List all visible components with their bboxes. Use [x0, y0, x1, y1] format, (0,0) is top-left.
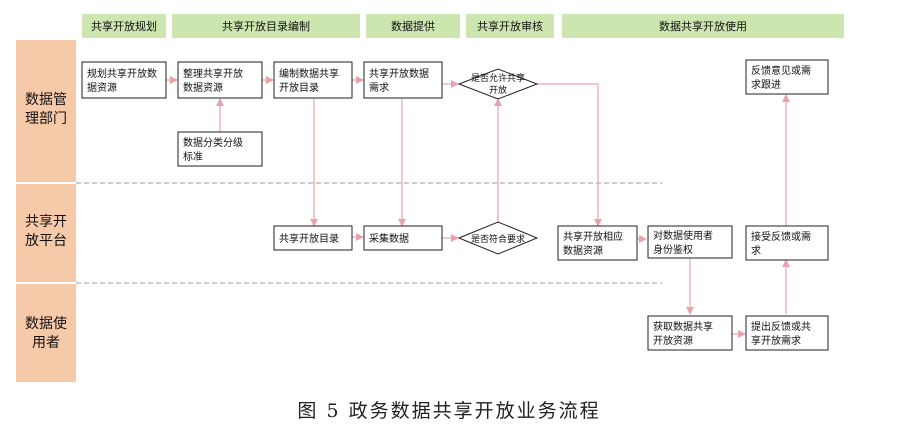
node-auth-line: 身份鉴权	[653, 243, 693, 256]
lane-label-line: 理部门	[25, 111, 67, 127]
node-receive-box	[745, 225, 829, 261]
node-classify-box	[177, 131, 263, 167]
lane-label-line: 共享开	[25, 213, 67, 230]
phase-label: 共享开放规划	[91, 19, 157, 33]
node-receive-line: 求	[751, 245, 761, 257]
node-catalog-line: 共享开放目录	[279, 232, 339, 245]
node-organize-line: 整理共享开放	[183, 67, 243, 80]
node-compile-box	[273, 61, 353, 99]
node-resource-line: 数据资源	[563, 244, 603, 257]
node-organize-box	[177, 61, 263, 99]
node-plan-line: 规划共享开放数	[87, 67, 157, 80]
phase-label: 数据提供	[391, 19, 435, 33]
node-receive-line: 接受反馈或需	[751, 230, 811, 243]
lane-label-line: 放平台	[25, 233, 67, 249]
phase-header-use: 数据共享开放使用	[562, 14, 844, 38]
node-meet-line: 是否符合要求	[471, 233, 525, 245]
arrow-allow-to-resource	[534, 83, 602, 227]
node-collect-line: 采集数据	[369, 232, 409, 245]
phase-label: 数据共享开放使用	[659, 19, 747, 33]
node-need-line: 需求	[369, 82, 389, 94]
lane-label-line: 用者	[32, 335, 60, 351]
lane-label-line: 数据使	[25, 315, 67, 332]
node-submit-line: 提出反馈或共	[751, 320, 811, 333]
node-resource-box	[557, 225, 638, 261]
node-organize-line: 数据资源	[183, 81, 223, 94]
node-allow-line: 是否允许共享	[471, 72, 525, 84]
node-compile-line: 编制数据共享	[279, 67, 339, 80]
node-classify-line: 数据分类分级	[183, 136, 243, 149]
node-feedback-track-line: 求跟进	[751, 79, 781, 91]
lane-label-user: 数据使 用者	[16, 284, 76, 382]
node-meet-diamond	[457, 221, 539, 255]
node-need-line: 共享开放数据	[369, 67, 429, 80]
node-submit-box	[745, 315, 829, 351]
lane-label-management: 数据管 理部门	[16, 40, 76, 182]
node-feedback-track-line: 反馈意见或需	[751, 64, 811, 77]
phase-header-catalog: 共享开放目录编制	[172, 14, 360, 38]
lane-label-line: 数据管	[25, 92, 67, 108]
node-feedback-track-box	[745, 59, 829, 95]
phase-header-review: 共享开放审核	[466, 14, 554, 38]
phase-header-planning: 共享开放规划	[82, 14, 166, 38]
node-resource-line: 共享开放相应	[563, 230, 623, 243]
phase-label: 共享开放审核	[477, 19, 543, 33]
node-classify-line: 标准	[183, 151, 203, 163]
node-obtain-line: 开放资源	[653, 334, 693, 347]
node-collect-box	[363, 225, 443, 251]
node-auth-line: 对数据使用者	[653, 229, 713, 242]
node-compile-line: 开放目录	[279, 81, 319, 94]
node-plan-line: 据资源	[87, 81, 117, 94]
lane-label-platform: 共享开 放平台	[16, 184, 76, 282]
node-obtain-box	[647, 315, 733, 351]
phase-header-provide: 数据提供	[366, 14, 460, 38]
node-need-box	[363, 61, 443, 99]
node-allow-line: 开放	[489, 84, 507, 96]
node-catalog-box	[273, 225, 353, 251]
phase-label: 共享开放目录编制	[222, 19, 310, 33]
node-obtain-line: 获取数据共享	[653, 320, 713, 333]
figure-caption: 图 5 政务数据共享开放业务流程	[297, 400, 601, 422]
node-auth-box	[647, 225, 733, 259]
node-submit-line: 享开放需求	[751, 334, 801, 347]
node-allow-diamond	[457, 68, 539, 100]
node-plan-box	[81, 61, 167, 99]
